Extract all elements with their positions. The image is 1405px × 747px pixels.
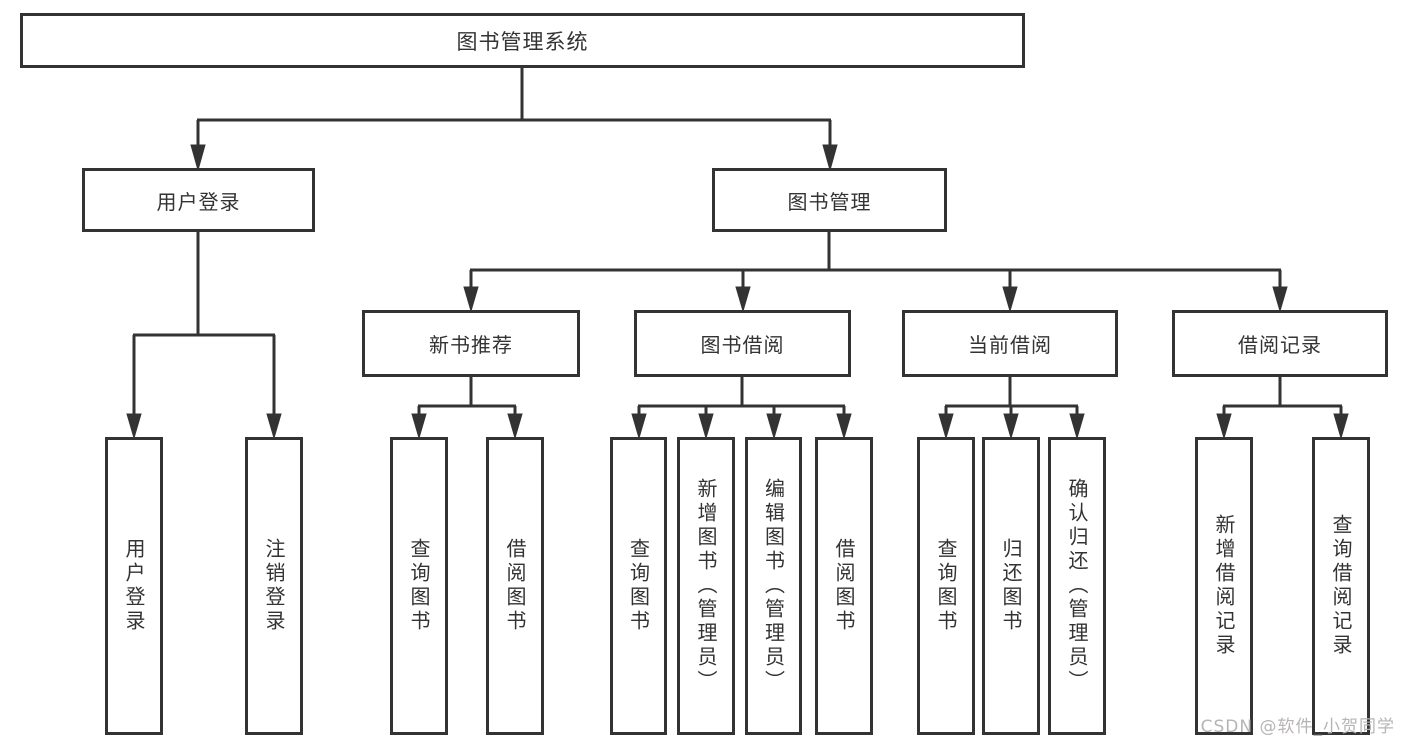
leaf-label: 新增借阅记录 <box>1212 514 1236 658</box>
leaf-user-login: 用户登录 <box>105 437 163 735</box>
node-new-book-recommend: 新书推荐 <box>362 310 580 377</box>
leaf-label: 借阅图书 <box>832 538 856 634</box>
leaf-label: 归还图书 <box>999 538 1023 634</box>
node-user-login: 用户登录 <box>82 168 315 232</box>
node-label: 当前借阅 <box>968 333 1052 357</box>
csdn-watermark: CSDN @软件_小贺同学 <box>1200 717 1395 737</box>
leaf-query-book-borrow: 查询图书 <box>610 437 667 735</box>
node-label: 借阅记录 <box>1238 333 1322 357</box>
leaf-label: 查询图书 <box>934 538 958 634</box>
leaf-label: 注销登录 <box>262 538 286 634</box>
node-borrowing-records: 借阅记录 <box>1172 310 1388 377</box>
leaf-edit-book-admin: 编辑图书（管理员） <box>745 437 802 735</box>
leaf-label: 确认归还（管理员） <box>1065 478 1089 694</box>
node-label: 图书借阅 <box>700 333 785 357</box>
leaf-confirm-return-admin: 确认归还（管理员） <box>1048 437 1106 735</box>
leaf-label: 查询图书 <box>407 538 431 634</box>
leaf-borrow-book: 借阅图书 <box>815 437 873 735</box>
node-system-root: 图书管理系统 <box>20 13 1025 68</box>
leaf-add-book-admin: 新增图书（管理员） <box>677 437 735 735</box>
leaf-label: 查询借阅记录 <box>1329 514 1353 658</box>
leaf-query-book-current: 查询图书 <box>917 437 975 735</box>
node-label: 图书管理 <box>787 189 872 214</box>
leaf-label: 查询图书 <box>626 538 651 634</box>
node-current-borrowing: 当前借阅 <box>902 310 1118 377</box>
node-book-management: 图书管理 <box>712 168 947 232</box>
leaf-query-borrow-record: 查询借阅记录 <box>1312 437 1370 735</box>
leaf-label: 借阅图书 <box>503 538 527 634</box>
leaf-logout: 注销登录 <box>245 437 303 735</box>
node-label: 新书推荐 <box>429 333 513 357</box>
leaf-return-book: 归还图书 <box>982 437 1040 735</box>
node-book-borrowing: 图书借阅 <box>634 310 851 377</box>
node-label: 图书管理系统 <box>456 29 589 54</box>
leaf-query-book-recommend: 查询图书 <box>390 437 448 735</box>
leaf-label: 新增图书（管理员） <box>694 478 718 694</box>
leaf-borrow-book-recommend: 借阅图书 <box>486 437 544 735</box>
leaf-label: 用户登录 <box>122 538 146 634</box>
leaf-add-borrow-record: 新增借阅记录 <box>1195 437 1253 735</box>
leaf-label: 编辑图书（管理员） <box>761 478 786 694</box>
node-label: 用户登录 <box>156 189 241 214</box>
